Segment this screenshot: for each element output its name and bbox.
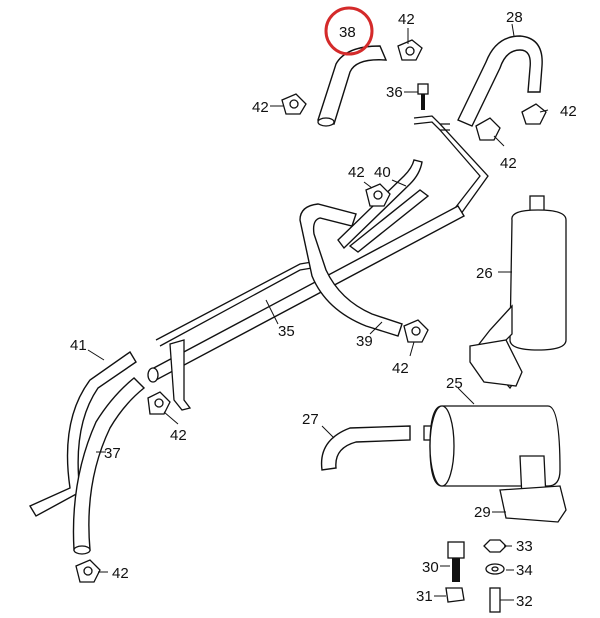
callout-35: 35 <box>278 323 295 340</box>
clamp-icon <box>281 93 307 115</box>
part-28-tailpipe <box>457 35 543 127</box>
part-33-nut <box>483 539 507 553</box>
callout-28: 28 <box>506 9 523 26</box>
callout-27: 27 <box>302 411 319 428</box>
callout-32: 32 <box>516 593 533 610</box>
part-27-pipe <box>320 425 411 471</box>
part-31-clip <box>445 587 465 603</box>
callout-42: 42 <box>398 11 415 28</box>
callout-42: 42 <box>170 427 187 444</box>
clamp-icon <box>475 117 501 141</box>
clamp-icon <box>365 183 391 207</box>
clamp-icon <box>147 391 171 415</box>
callout-29: 29 <box>474 504 491 521</box>
callout-42: 42 <box>348 164 365 181</box>
clamp-icon <box>403 319 429 343</box>
callout-26: 26 <box>476 265 493 282</box>
callout-42: 42 <box>560 103 577 120</box>
callout-40: 40 <box>374 164 391 181</box>
callout-30: 30 <box>422 559 439 576</box>
clamp-icon <box>75 559 101 583</box>
part-37-pipe <box>72 377 146 555</box>
callout-31: 31 <box>416 588 433 605</box>
callout-39: 39 <box>356 333 373 350</box>
part-41-pipe <box>28 350 137 517</box>
highlight-circle <box>324 6 374 56</box>
clamp-icon <box>521 103 547 125</box>
callout-42: 42 <box>392 360 409 377</box>
callout-42: 42 <box>500 155 517 172</box>
part-36-bolt <box>417 83 429 110</box>
part-39-hose <box>299 203 403 337</box>
bracket <box>169 339 192 411</box>
part-25-muffler <box>423 405 567 523</box>
callout-41: 41 <box>70 337 87 354</box>
part-35-pipe <box>147 205 465 383</box>
callout-36: 36 <box>386 84 403 101</box>
part-34-washer <box>485 563 505 575</box>
callout-33: 33 <box>516 538 533 555</box>
part-26-muffler <box>469 195 567 390</box>
part-38-hose <box>317 45 388 127</box>
callout-25: 25 <box>446 375 463 392</box>
part-30-bolt <box>447 541 465 582</box>
clamp-icon <box>397 39 423 61</box>
callout-37: 37 <box>104 445 121 462</box>
callout-34: 34 <box>516 562 533 579</box>
callout-42: 42 <box>252 99 269 116</box>
callout-38: 38 <box>339 24 356 41</box>
callout-42: 42 <box>112 565 129 582</box>
part-32-stud <box>489 587 501 613</box>
